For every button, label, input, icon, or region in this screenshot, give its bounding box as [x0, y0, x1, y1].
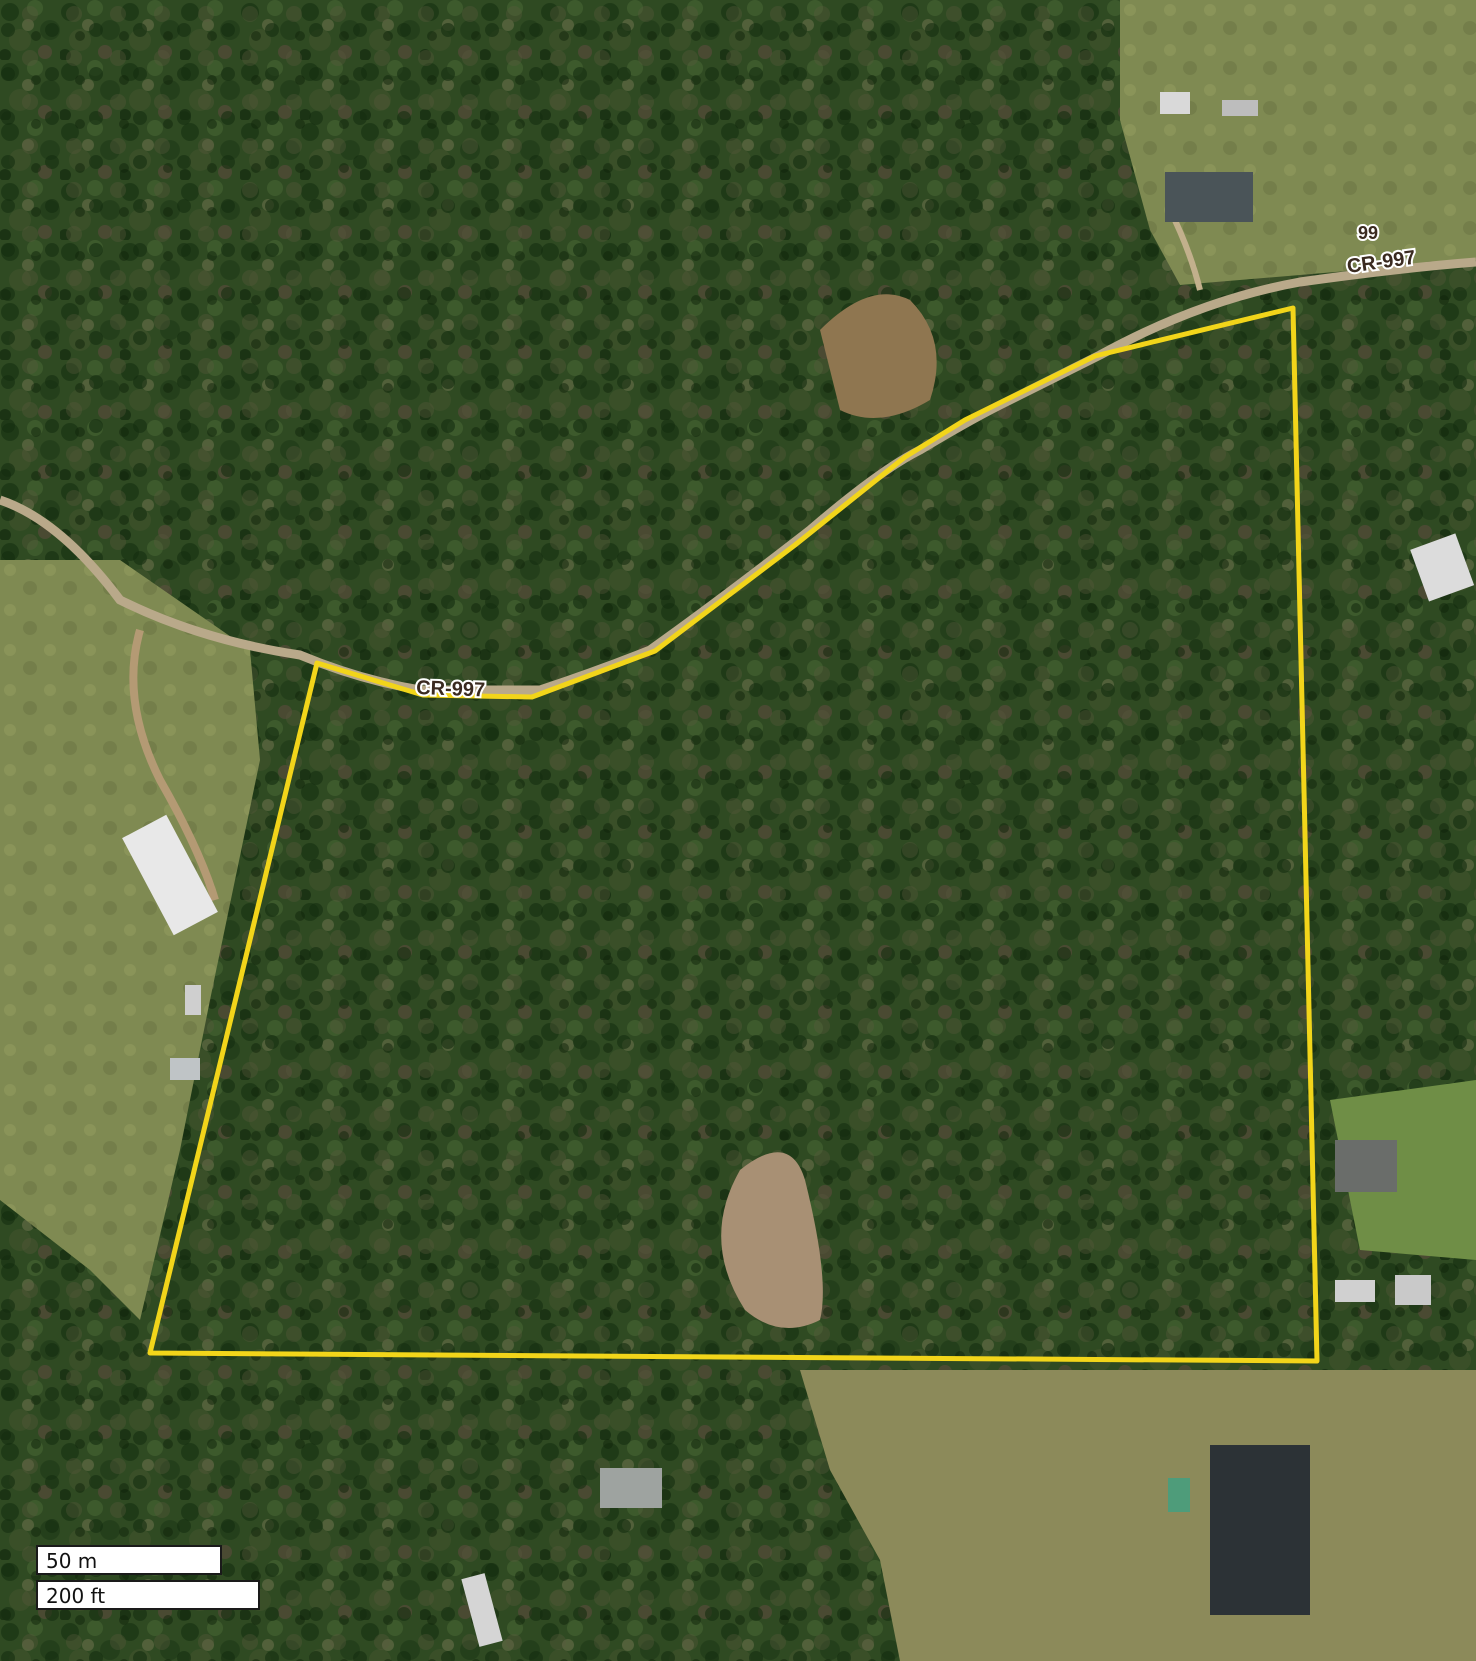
building-south-2: [461, 1573, 503, 1647]
bare-dirt-clearing: [721, 1152, 823, 1328]
route-number-label: 99: [1358, 223, 1378, 243]
road-cr-997: [0, 257, 1476, 695]
building-mobile-home-west: [122, 814, 218, 936]
building-large-house-southeast: [1210, 1445, 1310, 1615]
building-house-northeast: [1165, 172, 1253, 222]
driveway-west: [129, 628, 219, 902]
field-west: [0, 560, 260, 1320]
field-east-patch: [1330, 1080, 1476, 1260]
field-northeast: [1120, 0, 1476, 285]
scale-bar-imperial: 200 ft: [36, 1580, 260, 1610]
building-east-1: [1410, 533, 1475, 602]
building-shed-northeast: [1160, 92, 1190, 114]
property-boundary[interactable]: [147, 305, 1320, 1364]
dirt-patch-north: [820, 294, 937, 418]
building-south-1: [600, 1468, 662, 1508]
building-east-2: [1335, 1140, 1397, 1192]
road-label-cr-997-west: CR-997: [416, 677, 486, 701]
field-southeast: [800, 1370, 1476, 1661]
building-shed-west-2: [170, 1058, 200, 1080]
building-east-4: [1395, 1275, 1431, 1305]
building-shed-west-1: [185, 985, 201, 1015]
swimming-pool: [1168, 1478, 1190, 1512]
scale-bar-metric: 50 m: [36, 1545, 222, 1575]
building-east-3: [1335, 1280, 1375, 1302]
building-shed-northeast-2: [1222, 100, 1258, 116]
